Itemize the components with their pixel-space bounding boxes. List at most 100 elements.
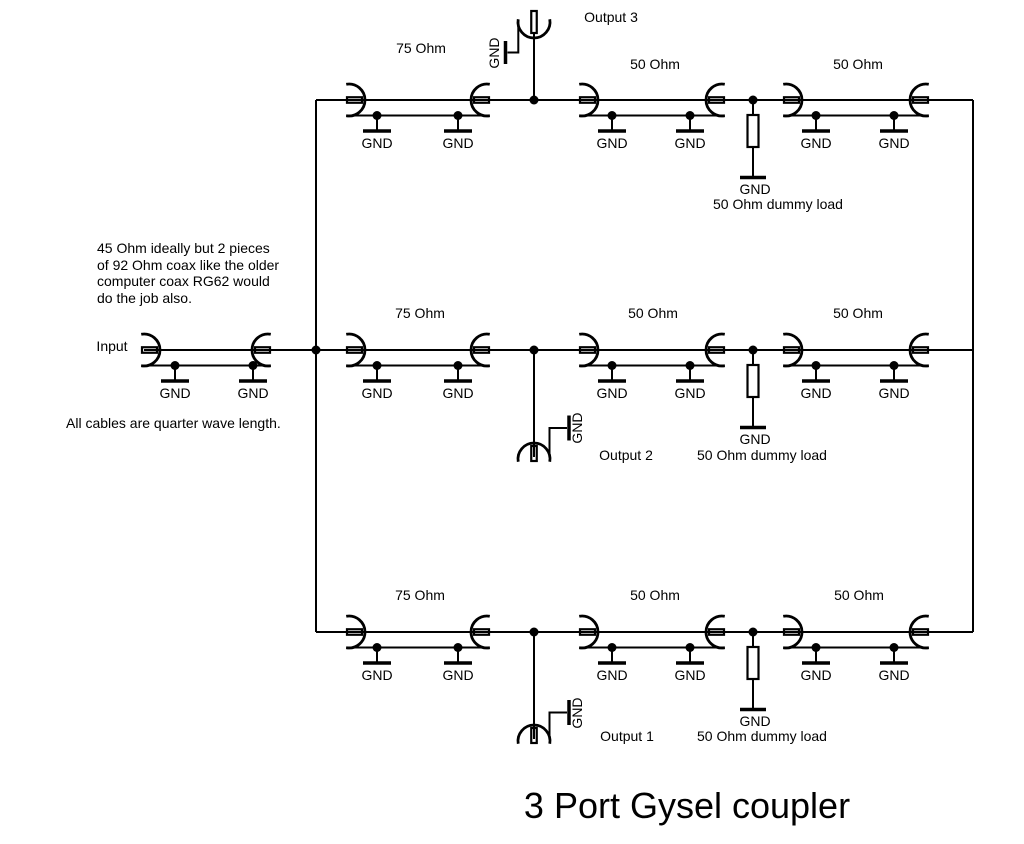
gnd-label: GND (800, 666, 832, 683)
gnd-label: GND (485, 36, 502, 69)
dummy-load-symbol (740, 345, 766, 430)
gnd-label: GND (361, 134, 393, 151)
dummy-load-label: 50 Ohm dummy load (697, 728, 827, 744)
coax-connector-icon (516, 9, 552, 40)
coax-pin (140, 346, 159, 354)
coax-pin (472, 628, 491, 636)
output1-label: Output 1 (600, 728, 654, 744)
coax-pin (782, 628, 801, 636)
coax-pin (530, 444, 538, 463)
gnd-label: GND (159, 384, 191, 401)
cable-impedance-label: 75 Ohm (396, 40, 446, 56)
ground-symbol (880, 111, 908, 133)
note-line: computer coax RG62 would (97, 273, 270, 289)
output-port (503, 9, 552, 100)
ground-symbol (444, 111, 472, 133)
coax-cable-symbol (578, 82, 726, 133)
coax-pin (707, 346, 726, 354)
cable-impedance-label: 75 Ohm (395, 587, 445, 603)
cable-impedance-label: 50 Ohm (833, 305, 883, 321)
gnd-label: GND (674, 384, 706, 401)
coax-cable-symbol (578, 614, 726, 665)
output-port (516, 632, 571, 745)
coax-pin (472, 96, 491, 104)
gnd-label: GND (361, 666, 393, 683)
coax-pin (782, 346, 801, 354)
ground-symbol (802, 643, 830, 665)
coax-pin (578, 628, 597, 636)
coax-pin (911, 628, 930, 636)
gnd-label: GND (596, 134, 628, 151)
note-line: of 92 Ohm coax like the older (97, 256, 280, 273)
ground-symbol (676, 361, 704, 383)
gnd-label: GND (878, 666, 910, 683)
ground-symbol (239, 361, 267, 383)
gnd-label: GND (800, 134, 832, 151)
ground-symbol (598, 111, 626, 133)
input-impedance-note: 45 Ohm ideally but 2 pieces of 92 Ohm co… (97, 240, 279, 306)
coax-pin (911, 96, 930, 104)
resistor-icon (746, 645, 760, 681)
ground-symbol (676, 111, 704, 133)
coax-pin (345, 96, 364, 104)
resistor-icon (746, 363, 760, 399)
gnd-label: GND (442, 384, 474, 401)
cable-impedance-label: 75 Ohm (395, 305, 445, 321)
gnd-label: GND (442, 666, 474, 683)
ground-symbol (363, 361, 391, 383)
gnd-label: GND (237, 384, 269, 401)
gnd-label: GND (442, 134, 474, 151)
input-label: Input (96, 338, 128, 354)
ground-symbol (802, 361, 830, 383)
coax-pin (472, 346, 491, 354)
gnd-label: GND (878, 134, 910, 151)
coax-cable-symbol (345, 332, 491, 383)
coax-pin (782, 96, 801, 104)
output-port (516, 350, 571, 463)
coax-pin (707, 96, 726, 104)
coax-pin (345, 346, 364, 354)
dummy-load-symbol (740, 627, 766, 712)
note-line: do the job also. (97, 289, 192, 306)
dummy-load-symbol (740, 95, 766, 180)
dummy-load-label: 50 Ohm dummy load (713, 196, 843, 212)
gnd-label: GND (569, 696, 585, 729)
cable-impedance-label: 50 Ohm (833, 56, 883, 72)
output2-label: Output 2 (599, 447, 653, 463)
resistor-icon (746, 113, 760, 149)
dummy-load-label: 50 Ohm dummy load (697, 447, 827, 463)
gnd-label: GND (739, 180, 771, 197)
cable-impedance-label: 50 Ohm (628, 305, 678, 321)
note-line: 45 Ohm ideally but 2 pieces (97, 240, 270, 256)
gnd-label: GND (800, 384, 832, 401)
gnd-label: GND (674, 134, 706, 151)
coax-pin (578, 346, 597, 354)
ground-symbol (802, 111, 830, 133)
coax-cable-symbol (578, 332, 726, 383)
gnd-label: GND (596, 384, 628, 401)
gnd-label: GND (361, 384, 393, 401)
coax-pin (345, 628, 364, 636)
junction-dot (311, 345, 321, 355)
coax-cable-symbol (345, 614, 491, 665)
coax-cable-symbol (782, 332, 930, 383)
coax-pin (707, 628, 726, 636)
ground-symbol (444, 643, 472, 665)
ground-symbol (161, 361, 189, 383)
gnd-label: GND (674, 666, 706, 683)
cable-impedance-label: 50 Ohm (834, 587, 884, 603)
quarter-wave-note: All cables are quarter wave length. (66, 415, 281, 431)
gnd-label: GND (596, 666, 628, 683)
coax-pin (911, 346, 930, 354)
ground-symbol (363, 643, 391, 665)
ground-symbol (880, 643, 908, 665)
gnd-label: GND (739, 430, 771, 447)
ground-symbol (444, 361, 472, 383)
output3-label: Output 3 (584, 9, 638, 25)
cable-impedance-label: 50 Ohm (630, 56, 680, 72)
coax-pin (578, 96, 597, 104)
coax-pin (530, 9, 538, 35)
coax-cable-symbol (140, 332, 272, 383)
